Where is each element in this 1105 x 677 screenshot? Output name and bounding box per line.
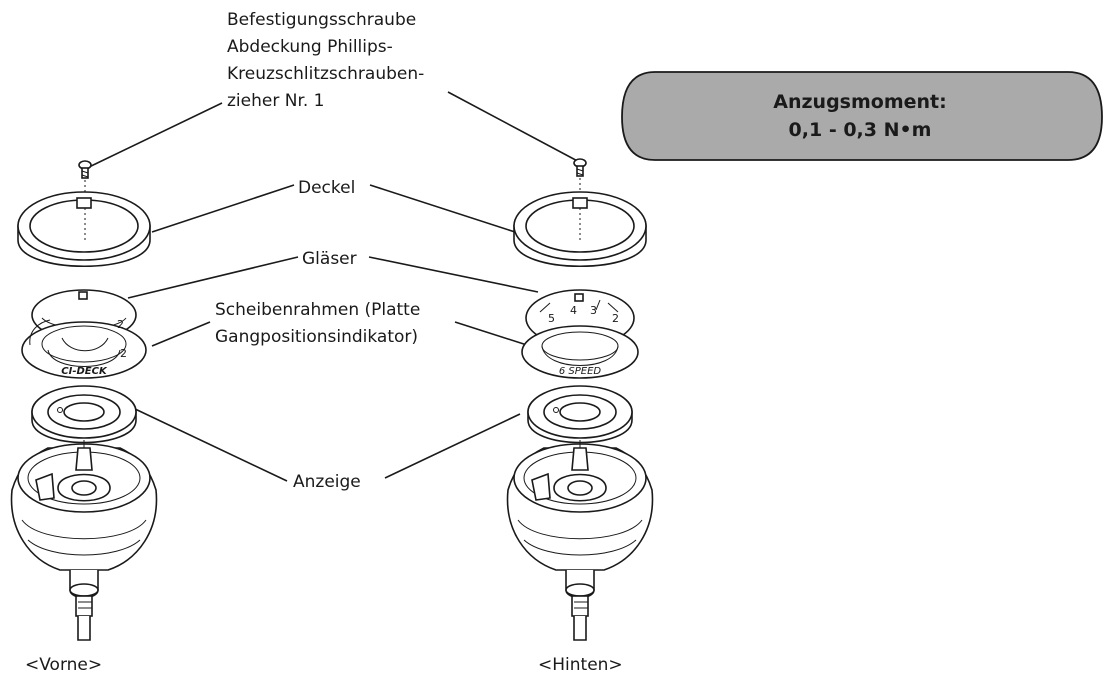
rear-plate-brand: 6 SPEED	[559, 366, 602, 377]
torque-label: Anzugsmoment:	[773, 91, 946, 113]
front-plate-brand: CI-DECK	[61, 366, 108, 377]
front-cover	[17, 191, 151, 267]
rear-dial-plate: 6 SPEED	[521, 325, 639, 379]
rear-indicator-disc	[527, 385, 633, 444]
dial-frame-label-line1: Scheibenrahmen (Platte	[215, 300, 420, 320]
rear-base-housing	[506, 440, 654, 641]
callout-labels: Befestigungsschraube Abdeckung Phillips-…	[25, 10, 623, 675]
torque-box-shape	[621, 71, 1103, 161]
torque-spec-box: Anzugsmoment: 0,1 - 0,3 N•m	[621, 71, 1103, 161]
dial-leader-rear	[454, 321, 531, 347]
lens-leader-rear	[368, 256, 539, 293]
front-plate-number-b: 2	[120, 347, 127, 360]
rear-lens-number-4: 4	[570, 304, 577, 317]
rear-assembly: 5 4 3 2 6 SPEED	[506, 158, 654, 641]
indicator-leader-front	[132, 407, 288, 482]
rear-lens-number-3: 3	[590, 304, 597, 317]
screw-label-line2: Abdeckung Phillips-	[227, 37, 393, 57]
torque-value: 0,1 - 0,3 N•m	[789, 119, 932, 141]
front-indicator-disc	[31, 385, 137, 444]
front-assembly: 2 2 CI-DECK	[10, 160, 158, 641]
lens-leader-front	[127, 256, 299, 299]
front-base-housing	[10, 440, 158, 641]
leader-lines	[86, 91, 586, 482]
screw-leader-front	[86, 102, 223, 169]
cover-label: Deckel	[298, 178, 355, 198]
screw-label-line4: zieher Nr. 1	[227, 91, 325, 111]
screw-label-line3: Kreuzschlitzschrauben-	[227, 64, 424, 84]
screw-leader-rear	[447, 91, 586, 166]
dial-leader-front	[151, 321, 211, 347]
indicator-label: Anzeige	[293, 472, 361, 492]
lens-label: Gläser	[302, 249, 357, 269]
rear-view-label: <Hinten>	[538, 655, 623, 675]
front-dial-plate: 2 2 CI-DECK	[21, 318, 147, 379]
dial-frame-label-line2: Gangpositionsindikator)	[215, 327, 418, 347]
rear-lens-number-5: 5	[548, 312, 555, 325]
indicator-leader-rear	[384, 413, 521, 479]
rear-lens-number-2: 2	[612, 312, 619, 325]
front-plate-number-a: 2	[117, 318, 124, 331]
screw-label-line1: Befestigungsschraube	[227, 10, 416, 30]
front-view-label: <Vorne>	[25, 655, 102, 675]
cover-leader-rear	[369, 184, 516, 233]
cover-leader-front	[151, 184, 295, 233]
rear-cover	[513, 191, 647, 267]
